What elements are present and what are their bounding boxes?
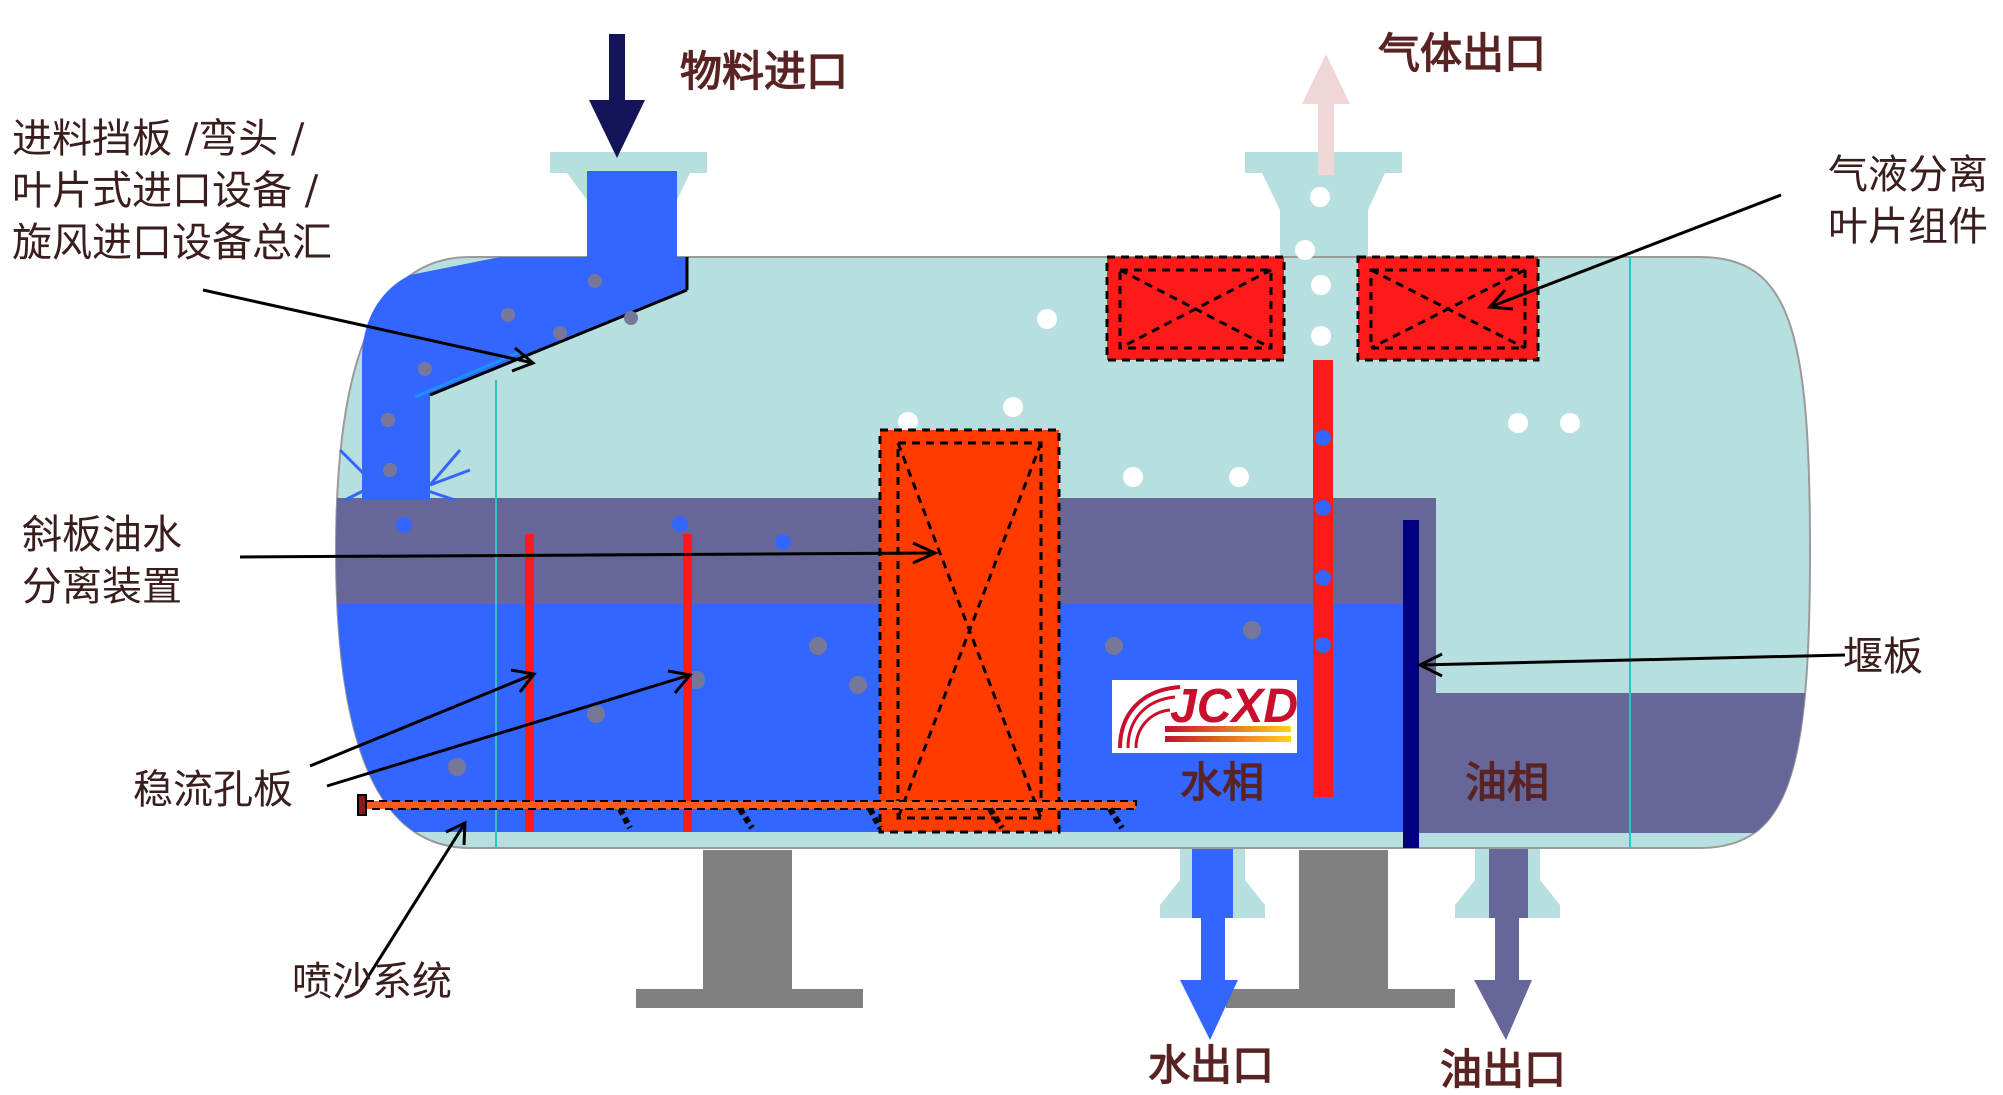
water-outlet-nozzle [1160, 840, 1265, 918]
oil-outlet-nozzle [1455, 840, 1560, 918]
inlet-elbow [338, 171, 689, 502]
downcomer [1313, 360, 1333, 797]
weir-label: 堰板 [1843, 634, 1923, 680]
water-phase-label: 水相 [1180, 758, 1264, 807]
mist-extractor-pad-left [1105, 255, 1286, 362]
water-outlet-label: 水出口 [1148, 1041, 1274, 1090]
baffle-plate-1 [525, 534, 534, 832]
inlet-device-label-line3: 旋风进口设备总汇 [12, 220, 332, 266]
gas-outlet-label: 气体出口 [1378, 29, 1546, 78]
right-support [1226, 850, 1455, 1008]
sand-jet-system [357, 794, 1137, 830]
oil-phase-label: 油相 [1465, 758, 1549, 807]
liquid-droplets [396, 516, 1261, 776]
feed-inlet-label: 物料进口 [680, 47, 848, 96]
sand-jet-label: 喷沙系统 [292, 959, 452, 1005]
water-outlet-arrow [1180, 915, 1238, 1040]
plate-separator [878, 428, 1061, 834]
baffle-plate-2 [683, 534, 692, 832]
mist-extractor-label-line2: 叶片组件 [1828, 204, 1988, 250]
oil-chamber [1419, 693, 1810, 833]
mist-extractor-label-line1: 气液分离 [1828, 152, 1988, 198]
vessel [334, 256, 1812, 849]
plate-separator-label-line2: 分离装置 [22, 564, 182, 610]
inlet-device-label-line1: 进料挡板 /弯头 / [12, 116, 305, 162]
feed-inlet-arrow [589, 34, 645, 158]
inlet-device-label-line2: 叶片式进口设备 / [12, 168, 319, 214]
gas-outlet-arrow [1302, 54, 1350, 175]
plate-separator-label-line1: 斜板油水 [22, 512, 182, 558]
weir-plate [1403, 520, 1419, 848]
baffle-plates-label: 稳流孔板 [133, 767, 293, 813]
oil-outlet-arrow [1474, 915, 1532, 1040]
logo-text: JCXD [1170, 680, 1298, 733]
oil-outlet-label: 油出口 [1440, 1045, 1566, 1094]
leader-lines [202, 193, 1846, 989]
gas-bubbles [898, 187, 1580, 487]
jcxd-logo: JCXD [1112, 680, 1298, 753]
left-support [636, 850, 863, 1008]
